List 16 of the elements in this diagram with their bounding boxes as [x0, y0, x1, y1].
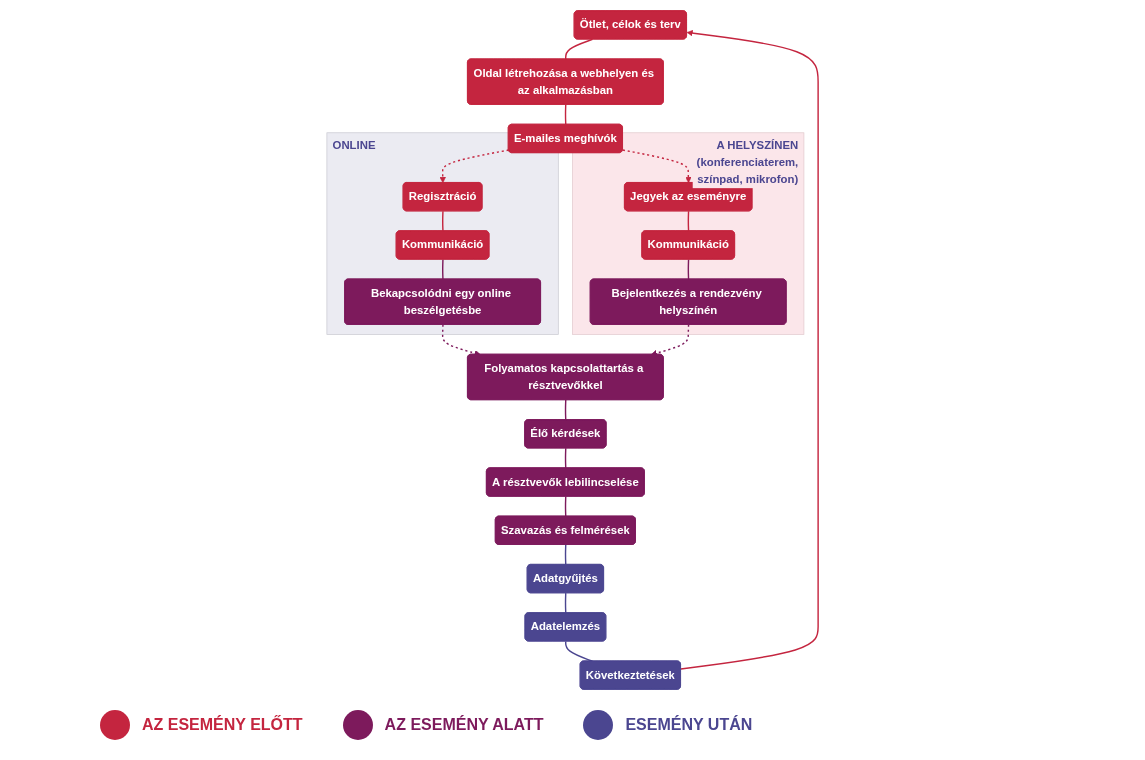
arrow: [439, 149, 510, 184]
connector: [564, 495, 567, 518]
connector: [564, 399, 567, 421]
connector: [442, 210, 444, 232]
arrow: [680, 30, 819, 670]
legend-label: AZ ESEMÉNY ALATT: [384, 716, 544, 734]
legend-label: AZ ESEMÉNY ELŐTT: [142, 716, 303, 734]
legend-label: ESEMÉNY UTÁN: [625, 716, 753, 734]
connector: [442, 258, 444, 281]
connector: [564, 104, 567, 126]
connector: [564, 447, 567, 469]
connector: [687, 258, 690, 281]
connector: [564, 592, 567, 614]
connector: [687, 210, 690, 232]
connector: [564, 544, 567, 566]
arrow: [622, 149, 692, 184]
